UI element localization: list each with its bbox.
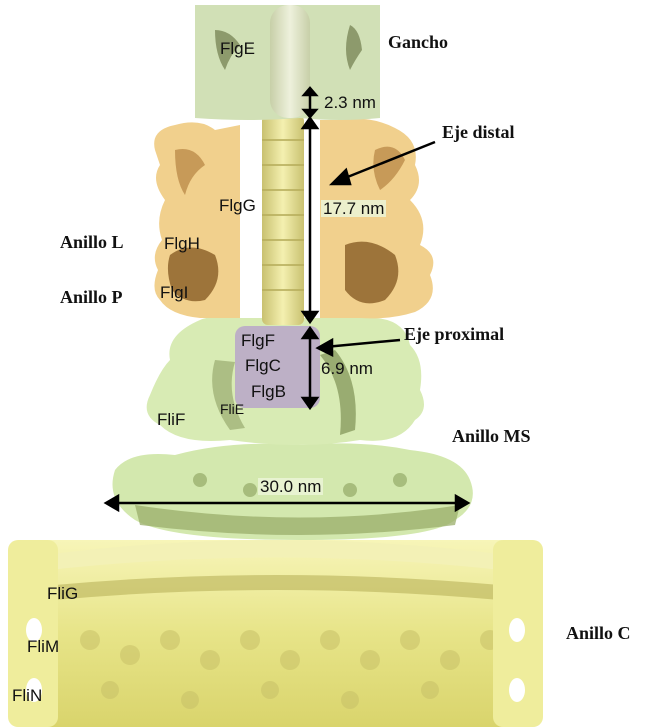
distal-rod bbox=[262, 115, 304, 325]
label-flgg: FlgG bbox=[219, 197, 256, 214]
label-flin: FliN bbox=[12, 687, 42, 704]
label-anillo-c: Anillo C bbox=[566, 624, 631, 642]
label-flif: FliF bbox=[157, 411, 185, 428]
label-flge: FlgE bbox=[220, 40, 255, 57]
label-flig: FliG bbox=[47, 585, 78, 602]
label-flgf: FlgF bbox=[241, 332, 275, 349]
label-ms-ring-width: 30.0 nm bbox=[258, 478, 323, 495]
label-eje-distal: Eje distal bbox=[442, 123, 515, 141]
c-ring bbox=[8, 540, 543, 727]
label-eje-proximal: Eje proximal bbox=[404, 325, 504, 343]
label-gancho: Gancho bbox=[388, 33, 448, 51]
label-flim: FliM bbox=[27, 638, 59, 655]
label-flgh: FlgH bbox=[164, 235, 200, 252]
label-anillo-ms: Anillo MS bbox=[452, 427, 531, 445]
label-proximal-rod-length: 6.9 nm bbox=[321, 360, 373, 377]
label-anillo-p: Anillo P bbox=[60, 288, 123, 306]
label-flgb: FlgB bbox=[251, 383, 286, 400]
label-hook-gap: 2.3 nm bbox=[324, 94, 376, 111]
label-flgi: FlgI bbox=[160, 284, 188, 301]
label-flgc: FlgC bbox=[245, 357, 281, 374]
label-flie: FliE bbox=[220, 402, 244, 416]
label-distal-rod-length: 17.7 nm bbox=[321, 200, 386, 217]
label-anillo-l: Anillo L bbox=[60, 233, 124, 251]
